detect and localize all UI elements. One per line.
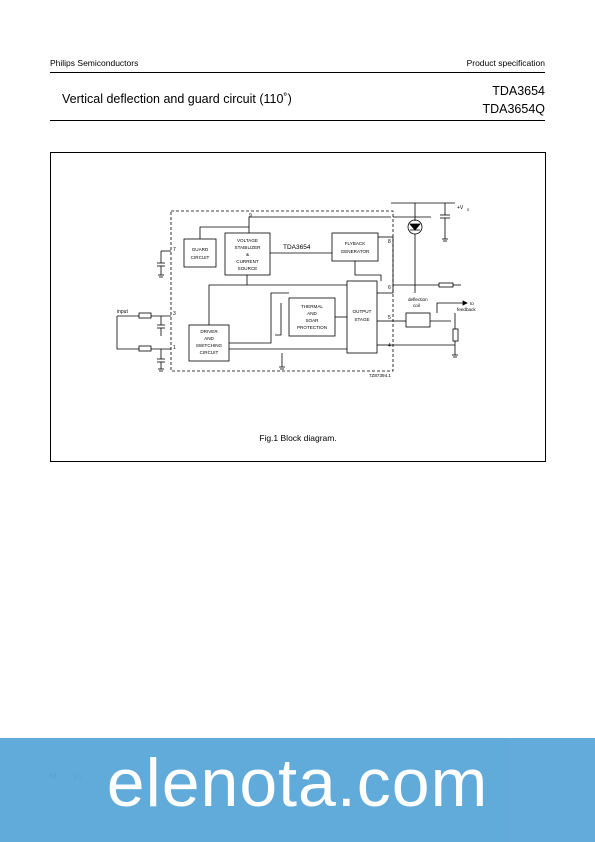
feedback-label-2: feedback (457, 307, 476, 312)
figure-caption: Fig.1 Block diagram. (259, 433, 337, 443)
pin-5: 5 (388, 315, 391, 321)
document-title: Vertical deflection and guard circuit (1… (62, 92, 292, 106)
voltage-line-3: & (246, 252, 249, 257)
deflection-output: deflection coil to feedback (393, 297, 476, 358)
output-line-2: STAGE (354, 317, 369, 322)
thermal-line-4: PROTECTION (297, 325, 327, 330)
input-network: input (116, 250, 171, 372)
watermark-banner: elenota.com (0, 738, 595, 842)
header-rule (50, 72, 545, 73)
voltage-line-4: CURRENT (236, 259, 259, 264)
output-line-1: OUTPUT (353, 309, 372, 314)
feedback-label-1: to (470, 301, 474, 306)
supply-network: +V S (391, 202, 470, 293)
driver-line-1: DRIVER (200, 329, 218, 334)
pin-3: 3 (173, 311, 176, 317)
driver-line-2: AND (204, 336, 214, 341)
supply-label: +V (457, 205, 464, 211)
driver-line-3: SWITCHING (196, 343, 223, 348)
guard-line-2: CIRCUIT (191, 255, 210, 260)
guard-circuit-block (183, 238, 217, 268)
voltage-line-1: VOLTAGE (237, 238, 258, 243)
guard-line-1: GUARD (192, 247, 209, 252)
reference-code: 7Z87394.1 (369, 373, 391, 378)
voltage-stabilizer-block (224, 232, 271, 276)
pin-8-top: 8 (388, 239, 391, 245)
internal-wiring (199, 216, 393, 367)
pin-4: 4 (388, 343, 391, 349)
watermark-text: elenota.com (106, 745, 489, 821)
company-name: Philips Semiconductors (50, 58, 139, 68)
thermal-line-3: SOAR (305, 318, 319, 323)
part-number-1: TDA3654 (492, 84, 545, 98)
voltage-line-5: SOURCE (238, 266, 258, 271)
flyback-line-1: FLYBACK (345, 241, 367, 246)
input-label: input (117, 309, 128, 315)
deflection-label-2: coil (413, 303, 420, 308)
voltage-line-2: STABILIZER (235, 245, 262, 250)
pin-6: 6 (388, 285, 391, 291)
thermal-line-2: AND (307, 311, 317, 316)
supply-label-sub: S (467, 208, 470, 212)
block-diagram: TDA3654 GUARD CIRCUIT VOLTAGE STABILIZER… (116, 202, 476, 378)
figure-frame: TDA3654 GUARD CIRCUIT VOLTAGE STABILIZER… (50, 152, 546, 462)
pin-1: 1 (173, 345, 176, 351)
ic-label: TDA3654 (283, 244, 311, 251)
flyback-line-2: GENERATOR (341, 249, 370, 254)
thermal-line-1: THERMAL (301, 304, 323, 309)
pin-9: 9 (249, 213, 252, 219)
deflection-label-1: deflection (408, 297, 428, 302)
part-numbers: TDA3654 TDA3654Q (482, 82, 545, 118)
driver-line-4: CIRCUIT (200, 350, 219, 355)
part-number-2: TDA3654Q (482, 102, 545, 116)
document-type: Product specification (466, 58, 545, 68)
title-rule (50, 120, 545, 121)
pin-7: 7 (173, 247, 176, 253)
flyback-generator-block (331, 232, 379, 262)
